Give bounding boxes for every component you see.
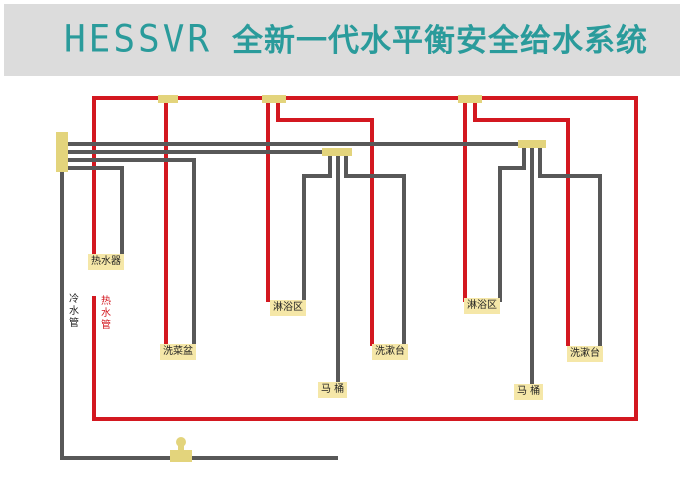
label-sink-kitchen: 洗菜盆 bbox=[160, 344, 196, 360]
label-basin-2: 洗漱台 bbox=[567, 346, 603, 362]
label-heater: 热水器 bbox=[88, 254, 124, 270]
cold-pipe-heater bbox=[62, 166, 124, 254]
tee-fitting-hot-1 bbox=[158, 95, 178, 103]
label-basin-1: 洗漱台 bbox=[372, 344, 408, 360]
tee-fitting-cold-2 bbox=[518, 140, 546, 148]
label-hot-pipe: 热水管 bbox=[101, 296, 111, 331]
header-banner: HESSVR 全新一代水平衡安全给水系统 bbox=[4, 4, 680, 76]
valve-handle bbox=[176, 437, 186, 447]
label-toilet-2: 马 桶 bbox=[514, 384, 544, 400]
cold-pipe-shower-1 bbox=[302, 152, 332, 302]
cold-manifold-fitting bbox=[56, 132, 68, 172]
page-title: 全新一代水平衡安全给水系统 bbox=[232, 23, 648, 59]
brand-logo: HESSVR bbox=[64, 17, 213, 61]
label-shower-2: 淋浴区 bbox=[464, 298, 500, 314]
tee-fitting-cold-1 bbox=[322, 148, 352, 156]
cold-manifold-top bbox=[56, 132, 64, 138]
cold-pipe-main bbox=[60, 134, 338, 460]
label-shower-1: 淋浴区 bbox=[270, 300, 306, 316]
tee-fitting-hot-3 bbox=[458, 95, 482, 103]
label-cold-pipe: 冷水管 bbox=[69, 294, 79, 329]
hot-pipe-loop bbox=[92, 96, 638, 421]
cold-pipe-basin-2 bbox=[538, 144, 602, 346]
tee-fitting-hot-2 bbox=[262, 95, 286, 103]
label-toilet-1: 马 桶 bbox=[318, 382, 348, 398]
hot-pipe-basin-1 bbox=[276, 98, 374, 346]
cold-pipe-basin-1 bbox=[344, 152, 406, 346]
cold-pipe-shower-2 bbox=[498, 144, 526, 302]
valve-body bbox=[170, 450, 192, 462]
hot-pipe-basin-2 bbox=[473, 98, 570, 346]
cold-pipe-sink-kitchen bbox=[62, 158, 196, 346]
